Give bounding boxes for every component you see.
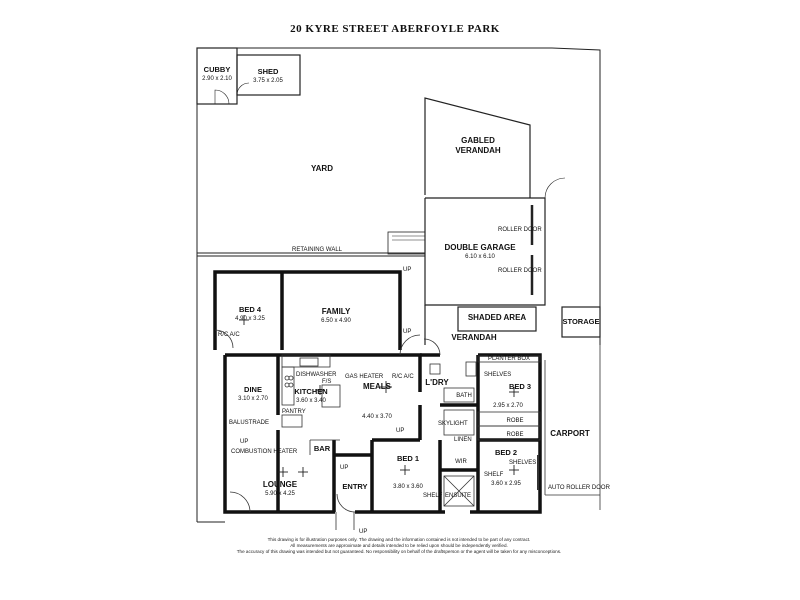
plan-notes: RETAINING WALL ROLLER DOOR ROLLER DOOR P… [218, 227, 611, 535]
note-gas-heater: GAS HEATER [345, 374, 384, 380]
room-bed2-dims: 3.60 x 2.95 [491, 481, 521, 487]
room-kitchen-name: KITCHEN [294, 387, 327, 396]
room-cubby-name: CUBBY [204, 65, 231, 74]
note-up-5: UP [340, 465, 348, 471]
fan-icon [278, 467, 288, 477]
fan-icon [380, 381, 392, 393]
room-bed1-name: BED 1 [397, 454, 419, 463]
note-planter-box: PLANTER BOX [488, 356, 530, 362]
note-up-2: UP [403, 329, 411, 335]
garage-verandah [387, 97, 601, 345]
room-labels: CUBBY 2.90 x 2.10 SHED 3.75 x 2.05 YARD … [202, 65, 599, 499]
note-auto-roller-door: AUTO ROLLER DOOR [548, 485, 611, 491]
room-shaded-name: SHADED AREA [468, 313, 527, 322]
note-skylight: SKYLIGHT [438, 421, 468, 427]
note-linen: LINEN [454, 437, 472, 443]
room-carport-name: CARPORT [550, 429, 590, 438]
note-ric-ac-2: R/C A/C [392, 374, 414, 380]
note-up-3: UP [396, 428, 404, 434]
fan-icon [298, 467, 308, 477]
room-meals-dims: 4.40 x 3.70 [362, 414, 392, 420]
room-cubby-dims: 2.90 x 2.10 [202, 76, 232, 82]
fan-icon [509, 387, 519, 397]
room-lounge-name: LOUNGE [263, 480, 298, 489]
room-family-name: FAMILY [322, 307, 351, 316]
room-garage-dims: 6.10 x 6.10 [465, 254, 495, 260]
room-bed1-dims: 3.80 x 3.60 [393, 484, 423, 490]
room-wir-name: WIR [455, 459, 467, 465]
room-lounge-dims: 5.90 x 4.25 [265, 491, 295, 497]
room-ensuite-name: ENSUITE [445, 493, 471, 499]
plan-title: 20 KYRE STREET ABERFOYLE PARK [290, 23, 500, 35]
room-garage-name: DOUBLE GARAGE [444, 243, 516, 252]
note-dishwasher: DISHWASHER [296, 372, 337, 378]
disclaimer-line-3: The accuracy of this drawing was intende… [237, 549, 562, 554]
room-meals-name: MEALS [363, 382, 392, 391]
disclaimer: This drawing is for illustration purpose… [237, 537, 562, 554]
room-dine-dims: 3.10 x 2.70 [238, 396, 268, 402]
note-balustrade: BALUSTRADE [229, 420, 269, 426]
room-bath-name: BATH [456, 393, 472, 399]
room-verandah-name: VERANDAH [451, 333, 497, 342]
disclaimer-line-1: This drawing is for illustration purpose… [268, 537, 531, 542]
note-up-1: UP [403, 267, 411, 273]
room-robe1-name: ROBE [506, 418, 523, 424]
room-storage-name: STORAGE [563, 317, 600, 326]
fan-icon [239, 315, 249, 325]
note-shelves-1: SHELVES [484, 372, 511, 378]
room-yard-name: YARD [311, 164, 333, 173]
note-roller-door-1: ROLLER DOOR [498, 227, 542, 233]
room-gabled-line1: GABLED [461, 136, 495, 145]
fan-icon [509, 465, 519, 475]
room-bar-name: BAR [314, 444, 331, 453]
room-robe2-name: ROBE [506, 432, 523, 438]
room-bed3-dims: 2.95 x 2.70 [493, 403, 523, 409]
fan-icon [400, 465, 410, 475]
fan-icon [315, 385, 325, 395]
note-shelves-2: SHELVES [509, 460, 536, 466]
note-up-6: UP [359, 529, 367, 535]
boundary-lines [196, 47, 601, 523]
note-fis: F/S [322, 379, 331, 385]
room-shed-dims: 3.75 x 2.05 [253, 78, 283, 84]
note-up-4: UP [240, 439, 248, 445]
room-dine-name: DINE [244, 385, 262, 394]
note-ric-ac-1: R/C A/C [218, 332, 240, 338]
room-ldry-name: L'DRY [425, 378, 449, 387]
ceiling-fan-icons [239, 315, 519, 477]
note-combustion-heater: COMBUSTION HEATER [231, 449, 298, 455]
room-entry-name: ENTRY [342, 482, 367, 491]
note-shelf-1: SHELF [484, 472, 504, 478]
interior-details [214, 329, 601, 530]
room-bed2-name: BED 2 [495, 448, 517, 457]
room-gabled-line2: VERANDAH [455, 146, 501, 155]
note-roller-door-2: ROLLER DOOR [498, 268, 542, 274]
room-shed-name: SHED [258, 67, 279, 76]
room-bed4-dims: 4.90 x 3.25 [235, 316, 265, 322]
room-bed4-name: BED 4 [239, 305, 262, 314]
room-bed3-name: BED 3 [509, 382, 531, 391]
disclaimer-line-2: All measurements are approximate and det… [290, 543, 508, 548]
note-shelf-2: SHELF [423, 493, 443, 499]
room-family-dims: 6.50 x 4.90 [321, 318, 351, 324]
outbuildings [196, 47, 301, 105]
room-kitchen-dims: 3.60 x 3.40 [296, 398, 326, 404]
note-pantry: PANTRY [282, 409, 306, 415]
note-retaining-wall: RETAINING WALL [292, 247, 343, 253]
